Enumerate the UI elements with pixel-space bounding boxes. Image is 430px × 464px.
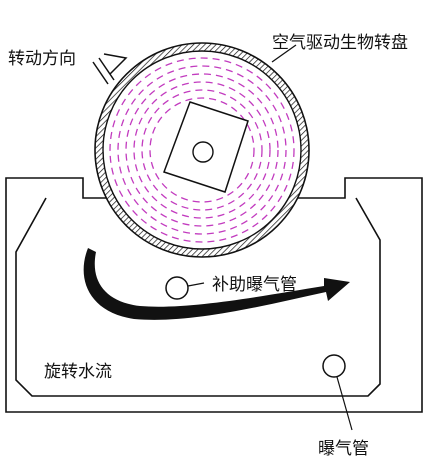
biofilm-rings	[109, 57, 295, 243]
tank-inner-wall	[15, 197, 381, 397]
disc-axle	[192, 141, 214, 163]
aux-aeration-pipe	[165, 276, 189, 300]
aux-aeration-pipe-label: 补助曝气管	[212, 275, 297, 295]
aeration-pipe	[322, 354, 346, 378]
tank-outer-wall	[5, 177, 423, 413]
aux-pipe-leader	[187, 282, 205, 287]
rotating-flow-label: 旋转水流	[44, 362, 112, 382]
air-driven-disc-label: 空气驱动生物转盘	[272, 33, 408, 53]
disc-label-leader	[271, 44, 297, 63]
aeration-pipe-leader	[336, 376, 353, 431]
aeration-pipe-label: 曝气管	[318, 439, 369, 459]
rotation-arrow-icon	[92, 53, 128, 85]
water-flow-arrow-icon	[83, 248, 351, 320]
rotation-direction-label: 转动方向	[8, 49, 76, 69]
